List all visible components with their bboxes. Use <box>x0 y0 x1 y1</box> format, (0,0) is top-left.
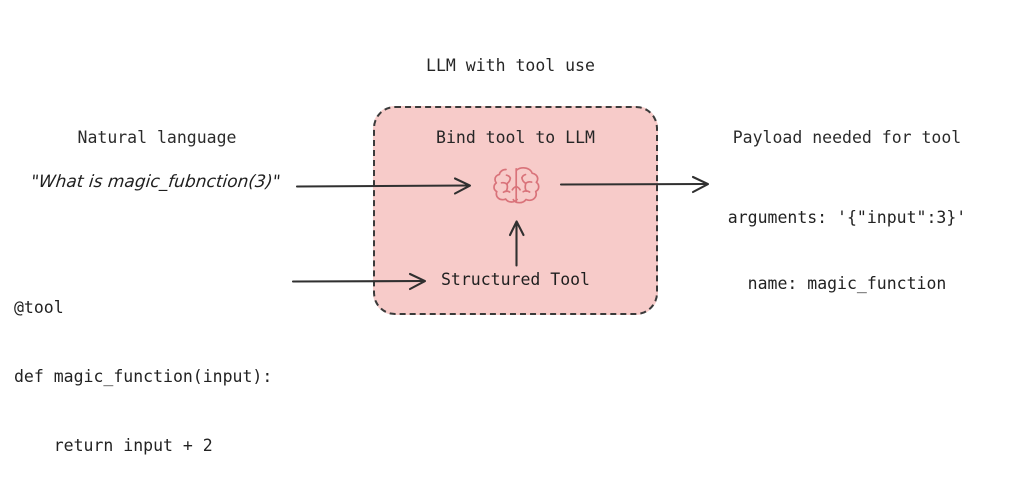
heading-bind-tool-to-llm: Bind tool to LLM <box>436 128 595 147</box>
diagram-canvas: LLM with tool use Natural language Bind … <box>14 56 982 455</box>
natural-language-quote: "What is magic_fubnction(3)" <box>29 172 282 192</box>
heading-payload-needed-for-tool: Payload needed for tool <box>732 128 962 147</box>
payload-line-name: name: magic_function <box>747 274 947 293</box>
tool-definition-code: @tool def magic_function(input): return … <box>14 250 272 503</box>
diagram-title: LLM with tool use <box>426 56 595 75</box>
code-line-def: def magic_function(input): <box>14 367 273 386</box>
payload-line-arguments: arguments: '{"input":3}' <box>727 208 967 227</box>
payload-output: arguments: '{"input":3}' name: magic_fun… <box>712 163 982 339</box>
code-line-decorator: @tool <box>14 298 64 317</box>
label-structured-tool: Structured Tool <box>440 270 590 289</box>
heading-natural-language: Natural language <box>77 128 237 147</box>
code-line-return: return input + 2 <box>14 436 213 455</box>
brain-icon <box>489 162 543 210</box>
